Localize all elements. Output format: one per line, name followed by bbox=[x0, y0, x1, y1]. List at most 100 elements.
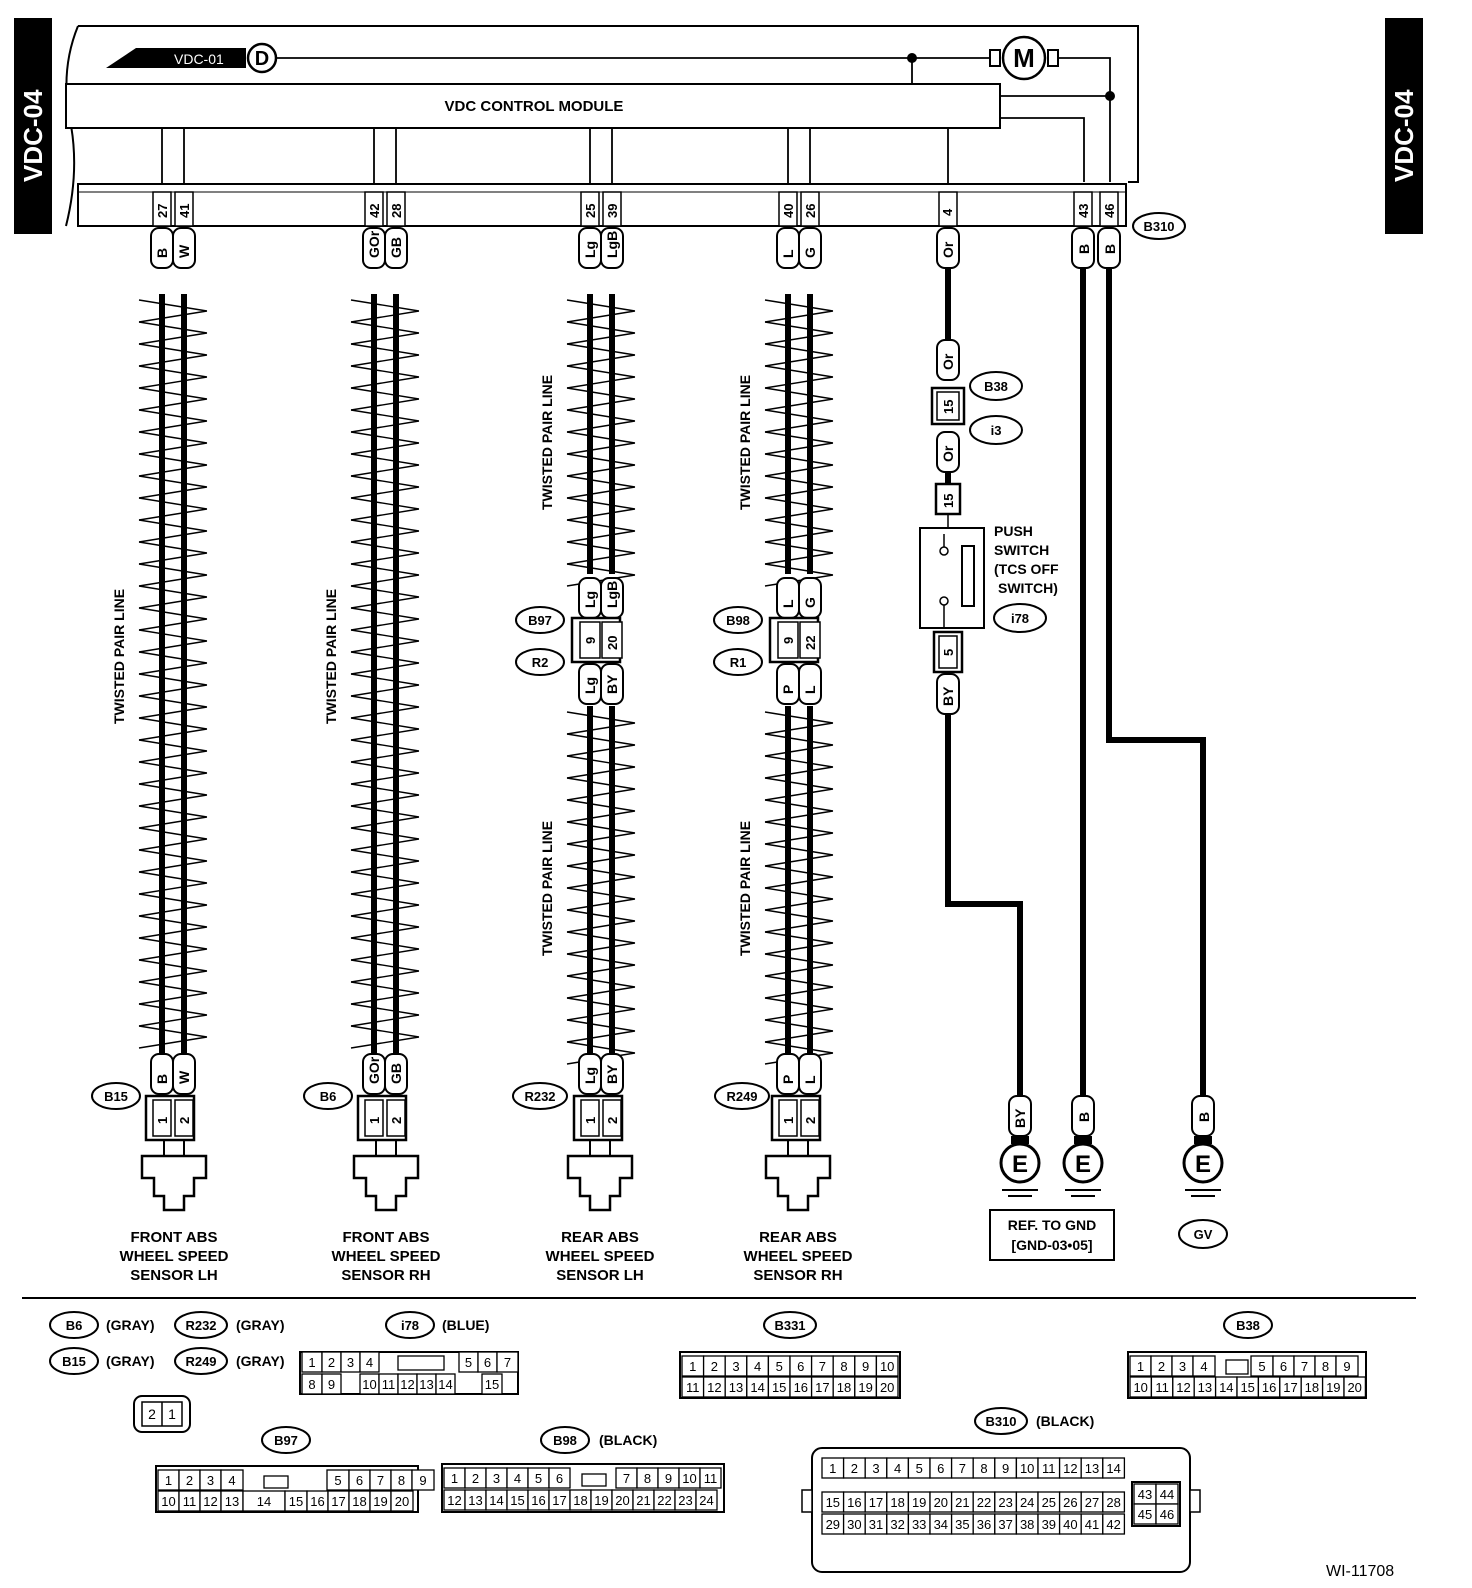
b38-pin: 7 bbox=[1301, 1359, 1308, 1374]
b310-pin: 11 bbox=[1042, 1461, 1056, 1476]
switch-pin-15: 15 bbox=[941, 494, 956, 508]
sensor-conn-tag: R249 bbox=[726, 1089, 757, 1104]
joint-conn-tag: B97 bbox=[528, 613, 552, 628]
tcs-switch-circuit: 4 Or Or 15 B38 i3 Or 15 PUSH SWITCH (TCS… bbox=[919, 128, 1059, 1096]
b98-pin: 3 bbox=[493, 1471, 500, 1486]
module-pin: 28 bbox=[389, 204, 404, 218]
b97-pin: 8 bbox=[398, 1473, 405, 1488]
wire-color-bottom: B bbox=[154, 1074, 170, 1084]
twisted-label: TWISTED PAIR LINE bbox=[539, 375, 555, 510]
sensor-conn-tag: B6 bbox=[320, 1089, 337, 1104]
b310-pin: 24 bbox=[1020, 1495, 1034, 1510]
b97-pin: 9 bbox=[419, 1473, 426, 1488]
legend-b310: B310 bbox=[985, 1414, 1016, 1429]
b97-pin: 3 bbox=[207, 1473, 214, 1488]
module-pin: 40 bbox=[781, 204, 796, 218]
legend-i78-color: (BLUE) bbox=[442, 1317, 489, 1333]
b38-pin: 16 bbox=[1262, 1380, 1276, 1395]
b98-pin: 24 bbox=[699, 1493, 713, 1508]
b98-pin: 5 bbox=[535, 1471, 542, 1486]
b98-pin: 21 bbox=[636, 1493, 650, 1508]
joint-conn-tag: R2 bbox=[532, 655, 549, 670]
b98-pin: 4 bbox=[514, 1471, 521, 1486]
wire-color-bottom: W bbox=[176, 1070, 192, 1084]
legend-b15-color: (GRAY) bbox=[106, 1353, 155, 1369]
b38-pin: 20 bbox=[1347, 1380, 1361, 1395]
b310-pin: 9 bbox=[1002, 1461, 1009, 1476]
b310-pin: 25 bbox=[1042, 1495, 1056, 1510]
b310-pin: 38 bbox=[1020, 1517, 1034, 1532]
b310-pin: 23 bbox=[998, 1495, 1012, 1510]
b310-pin: 33 bbox=[912, 1517, 926, 1532]
b97-pin: 18 bbox=[352, 1494, 366, 1509]
b38-pin: 6 bbox=[1280, 1359, 1287, 1374]
b310-pin: 12 bbox=[1063, 1461, 1077, 1476]
wire-b-46: B bbox=[1102, 244, 1118, 254]
i3-tag: i3 bbox=[991, 423, 1002, 438]
b38-pin: 3 bbox=[1179, 1359, 1186, 1374]
sensor-name: REAR ABS bbox=[759, 1229, 837, 1246]
b38-pin: 2 bbox=[1158, 1359, 1165, 1374]
switch-label-2: SWITCH bbox=[994, 542, 1049, 558]
motor-icon: M bbox=[1013, 43, 1035, 73]
sensor-name: WHEEL SPEED bbox=[332, 1248, 441, 1265]
ground-e-3: E bbox=[1195, 1151, 1211, 1178]
switch-label-4: SWITCH) bbox=[998, 580, 1058, 596]
b331-pin: 15 bbox=[772, 1380, 786, 1395]
twisted-label: TWISTED PAIR LINE bbox=[737, 821, 753, 956]
b38-pin: 4 bbox=[1200, 1359, 1207, 1374]
b331-pin: 18 bbox=[837, 1380, 851, 1395]
wire-color: Lg bbox=[582, 677, 598, 694]
b310-pin: 10 bbox=[1020, 1461, 1034, 1476]
b38-pin: 9 bbox=[1343, 1359, 1350, 1374]
i78-pin: 9 bbox=[328, 1377, 335, 1392]
b38-pin-15: 15 bbox=[941, 400, 956, 414]
b310-pin: 3 bbox=[872, 1461, 879, 1476]
module-pin: 39 bbox=[605, 204, 620, 218]
b98-pin: 2 bbox=[472, 1471, 479, 1486]
pin-4: 4 bbox=[940, 208, 955, 216]
b38-pin: 17 bbox=[1283, 1380, 1297, 1395]
b331-pin: 19 bbox=[858, 1380, 872, 1395]
i78-pin: 3 bbox=[347, 1355, 354, 1370]
wire-color-top: GB bbox=[388, 237, 404, 258]
wire-color-top: LgB bbox=[604, 231, 620, 258]
sensor-pin: 2 bbox=[389, 1117, 404, 1124]
b98-pin: 16 bbox=[531, 1493, 545, 1508]
b98-pin: 15 bbox=[510, 1493, 524, 1508]
i78-pin: 14 bbox=[438, 1377, 452, 1392]
i78-pin: 4 bbox=[366, 1355, 373, 1370]
ground-symbols: BY B B E E E REF. TO GND [GND-03•05] GV bbox=[989, 1095, 1228, 1261]
b38-pin: 12 bbox=[1176, 1380, 1190, 1395]
b310-pin: 40 bbox=[1063, 1517, 1077, 1532]
wire-color-bottom: GB bbox=[388, 1063, 404, 1084]
b310-pin: 7 bbox=[959, 1461, 966, 1476]
b310-pin: 30 bbox=[847, 1517, 861, 1532]
joint-pin: 22 bbox=[803, 636, 818, 650]
sensor-pin: 1 bbox=[781, 1117, 796, 1124]
legend-b97: B97 bbox=[274, 1433, 298, 1448]
b310-pin: 45 bbox=[1138, 1507, 1152, 1522]
sensor-pin: 1 bbox=[583, 1117, 598, 1124]
b310-pin: 31 bbox=[869, 1517, 883, 1532]
wire-or-2: Or bbox=[940, 353, 956, 370]
legend-r232-color: (GRAY) bbox=[236, 1317, 285, 1333]
twisted-pair bbox=[138, 294, 208, 1054]
b310-pin: 2 bbox=[851, 1461, 858, 1476]
b331-pin: 5 bbox=[776, 1359, 783, 1374]
page-tag-left: VDC-04 bbox=[18, 89, 48, 182]
joint-conn-tag: B98 bbox=[726, 613, 750, 628]
b310-pin: 36 bbox=[977, 1517, 991, 1532]
b310-pin: 8 bbox=[980, 1461, 987, 1476]
sensor-icon bbox=[566, 1154, 634, 1212]
legend-b6-color: (GRAY) bbox=[106, 1317, 155, 1333]
i78-pin: 7 bbox=[504, 1355, 511, 1370]
sensor-pin: 2 bbox=[605, 1117, 620, 1124]
twisted-pair bbox=[350, 294, 420, 1054]
wire-color: BY bbox=[604, 674, 620, 694]
i78-tag: i78 bbox=[1011, 611, 1029, 626]
b97-pin: 13 bbox=[225, 1494, 239, 1509]
b97-pin: 17 bbox=[331, 1494, 345, 1509]
